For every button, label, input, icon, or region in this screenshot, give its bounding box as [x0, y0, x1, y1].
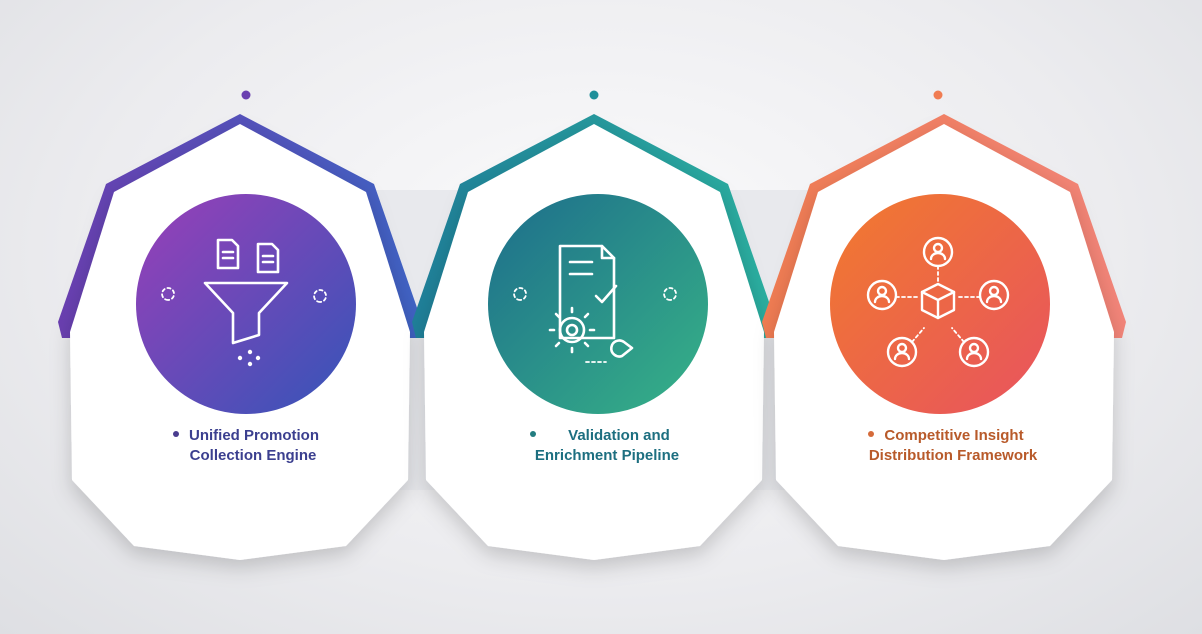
card-1-label: Unified Promotion Collection Engine	[116, 426, 376, 466]
card-2-title-line1: Validation and	[568, 427, 670, 444]
card-validation-enrichment	[412, 90, 776, 560]
card-1-title-line1: Unified Promotion	[189, 427, 319, 444]
top-marker-dot	[933, 90, 943, 100]
icon-circle	[136, 194, 356, 414]
icon-circle	[488, 194, 708, 414]
top-marker-dot	[241, 90, 251, 100]
card-2-label: Validation and Enrichment Pipeline	[470, 426, 730, 466]
card-competitive-insight	[762, 90, 1126, 560]
card-1-blank-area	[174, 476, 322, 528]
card-unified-promotion	[58, 90, 422, 560]
funnel-documents-icon	[161, 238, 327, 367]
bullet-dot	[530, 431, 537, 438]
icon-circle	[830, 194, 1050, 414]
card-3-title-line2: Distribution Framework	[868, 447, 1038, 464]
card-3-blank-area	[838, 474, 1036, 526]
card-2-title-line2: Enrichment Pipeline	[534, 447, 680, 464]
network-people-icon	[866, 236, 1010, 368]
card-3-title-line1: Competitive Insight	[884, 427, 1024, 444]
top-marker-dot	[589, 90, 599, 100]
card-1-title-line2: Collection Engine	[189, 447, 317, 464]
checklist-gear-icon	[513, 244, 677, 363]
bullet-dot	[868, 431, 875, 438]
card-3-label: Competitive Insight Distribution Framewo…	[816, 426, 1076, 466]
card-2-blank-area	[507, 476, 685, 526]
bullet-dot	[173, 431, 179, 438]
